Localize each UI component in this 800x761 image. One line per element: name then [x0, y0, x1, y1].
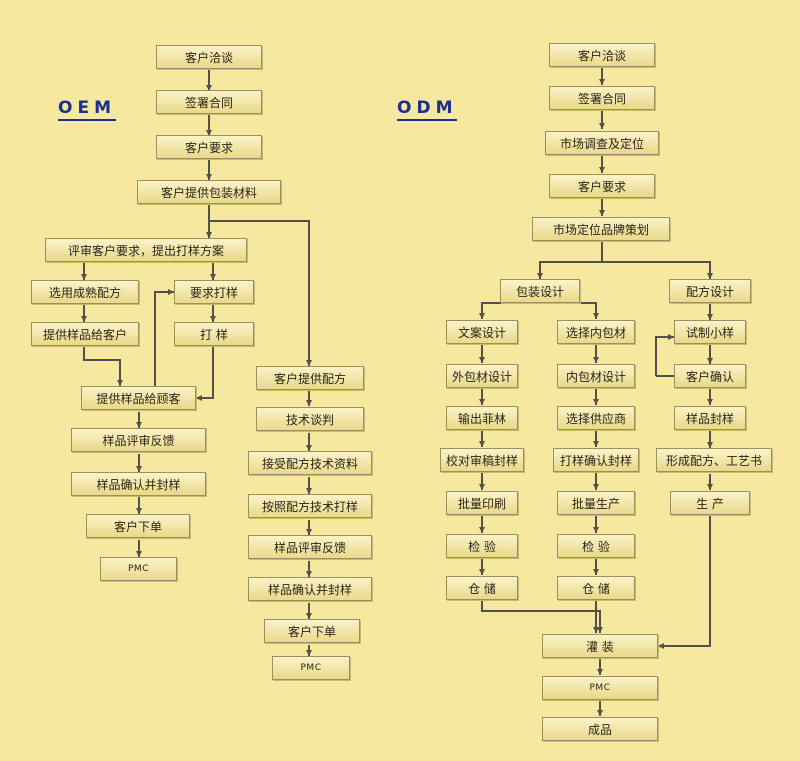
oem-pmc-box: PMC: [100, 557, 177, 581]
odm-select-inner-box: 选择内包材: [557, 320, 635, 344]
oem-confirm-seal-b-box: 样品确认并封样: [248, 577, 372, 601]
odm-pmc-box: PMC: [542, 676, 658, 700]
oem-client-formula-box: 客户提供配方: [256, 366, 364, 390]
arrow-odm-split-right: [602, 261, 713, 279]
oem-make-sample-box: 打 样: [174, 322, 254, 346]
arrow-oem-loop: [154, 289, 174, 387]
arrow-odm-pkg-left: [479, 302, 540, 319]
odm-trial-sample-box: 试制小样: [674, 320, 746, 344]
odm-packaging-design-box: 包装设计: [500, 279, 580, 303]
oem-supply-materials-box: 客户提供包装材料: [137, 180, 281, 204]
arrow-odm-f6: [658, 516, 711, 649]
odm-select-supplier-box: 选择供应商: [557, 406, 635, 430]
oem-request-sample-box: 要求打样: [174, 280, 254, 304]
oem-requirements-box: 客户要求: [156, 135, 262, 159]
odm-outer-design-box: 外包材设计: [446, 364, 518, 388]
odm-sign-box: 签署合同: [549, 86, 655, 110]
odm-proof-confirm-seal-box: 打样确认封样: [553, 448, 639, 472]
oem-pmc-b-box: PMC: [272, 656, 350, 680]
odm-research-box: 市场调查及定位: [545, 131, 659, 155]
odm-brand-plan-box: 市场定位品牌策划: [532, 217, 670, 241]
arrow-oem-7: [83, 347, 123, 386]
odm-store-b-box: 仓 储: [557, 576, 635, 600]
oem-confirm-seal-box: 样品确认并封样: [71, 472, 206, 496]
oem-review-feedback-box: 样品评审反馈: [71, 428, 206, 452]
odm-film-output-box: 输出菲林: [446, 406, 518, 430]
odm-mass-produce-box: 批量生产: [557, 491, 635, 515]
odm-negotiate-box: 客户洽谈: [549, 43, 655, 67]
odm-client-confirm-box: 客户确认: [674, 364, 746, 388]
odm-proof-seal-box: 校对审稿封样: [440, 448, 524, 472]
arrow-oem-branch: [209, 220, 312, 366]
arrow-odm-loop: [655, 334, 674, 376]
oem-accept-tech-box: 接受配方技术资料: [248, 451, 372, 475]
odm-store-a-box: 仓 储: [446, 576, 518, 600]
arrow-odm-pkg-right: [540, 302, 599, 319]
odm-heading: ODM: [397, 98, 458, 121]
odm-copy-design-box: 文案设计: [446, 320, 518, 344]
odm-inspect-b-box: 检 验: [557, 534, 635, 558]
odm-requirements-box: 客户要求: [549, 174, 655, 198]
oem-review-box: 评审客户要求，提出打样方案: [45, 238, 247, 262]
odm-finished-box: 成品: [542, 717, 658, 741]
odm-sample-seal-box: 样品封样: [674, 406, 746, 430]
oem-select-formula-box: 选用成熟配方: [31, 280, 139, 304]
arrow-oem-10: [196, 347, 214, 401]
oem-sample-by-tech-box: 按照配方技术打样: [248, 494, 372, 518]
oem-heading: OEM: [58, 98, 116, 121]
arrow-odm-split-left: [537, 242, 603, 279]
oem-negotiate-box: 客户洽谈: [156, 45, 262, 69]
oem-order-box: 客户下单: [86, 514, 190, 538]
odm-production-box: 生 产: [670, 491, 750, 515]
oem-order-b-box: 客户下单: [264, 619, 360, 643]
oem-sign-box: 签署合同: [156, 90, 262, 114]
arrow-odm-merge-left: [481, 599, 603, 633]
odm-formula-design-box: 配方设计: [669, 279, 751, 303]
odm-filling-box: 灌 装: [542, 634, 658, 658]
oem-provide-sample-client-box: 提供样品给客户: [31, 322, 139, 346]
oem-review-feedback-b-box: 样品评审反馈: [248, 535, 372, 559]
odm-inner-design-box: 内包材设计: [557, 364, 635, 388]
odm-inspect-a-box: 检 验: [446, 534, 518, 558]
odm-mass-print-box: 批量印刷: [446, 491, 518, 515]
oem-tech-talk-box: 技术谈判: [256, 407, 364, 431]
oem-provide-sample-customer-box: 提供样品给顾客: [81, 386, 196, 410]
odm-formula-craft-box: 形成配方、工艺书: [656, 448, 772, 472]
